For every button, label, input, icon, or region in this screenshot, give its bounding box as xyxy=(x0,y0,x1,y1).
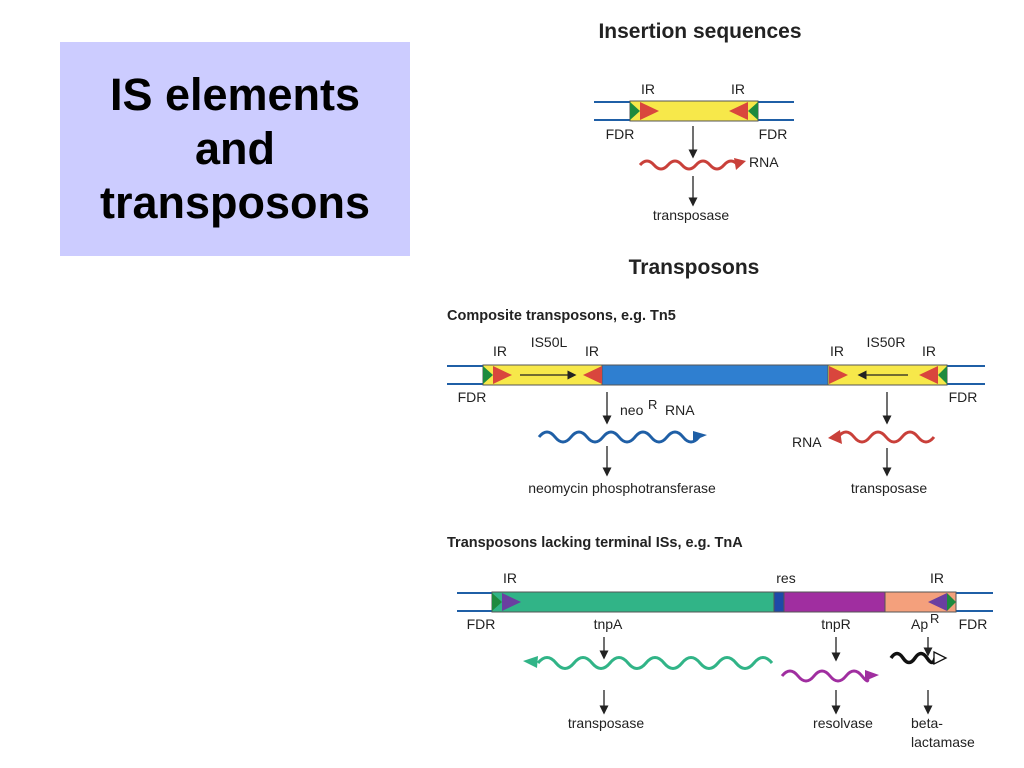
tna-transposon-panel: Transposons lacking terminal ISs, e.g. T… xyxy=(447,535,993,750)
neo-rna-label: RNA xyxy=(665,402,695,418)
neo-rna-wave xyxy=(537,430,701,444)
apR-product-label-line-1: beta- xyxy=(911,715,943,731)
is-fdr-right-label: FDR xyxy=(759,126,788,142)
tnpA-rna-wave xyxy=(536,656,774,670)
composite-heading: Composite transposons, e.g. Tn5 xyxy=(447,308,676,324)
is-rna-arrowhead xyxy=(734,158,746,170)
is-fdr-right-marker xyxy=(748,102,758,120)
neo-superscript: R xyxy=(648,397,657,412)
composite-transposon-panel: Composite transposons, e.g. Tn5 IS50L IS… xyxy=(447,308,985,496)
tna-res-label: res xyxy=(776,570,795,586)
is-ir-left-label: IR xyxy=(641,81,655,97)
tnpA-product-label: transposase xyxy=(568,715,644,731)
composite-fdr-left-label: FDR xyxy=(458,389,487,405)
tnpR-rna-arrowhead xyxy=(865,670,879,681)
apR-superscript: R xyxy=(930,611,939,626)
tna-ir-right-marker xyxy=(928,593,947,611)
tnpR-rna-wave xyxy=(780,669,870,683)
is50r-rna-wave xyxy=(836,430,936,444)
neo-rna-arrowhead xyxy=(693,431,707,441)
tna-heading: Transposons lacking terminal ISs, e.g. T… xyxy=(447,535,743,551)
composite-ir-1-marker xyxy=(493,366,512,384)
apR-label: Ap xyxy=(911,616,928,632)
neo-product-label: neomycin phosphotransferase xyxy=(528,480,716,496)
tnpA-gene-bar xyxy=(491,591,775,613)
tnpA-rna-arrowhead xyxy=(523,656,538,668)
is50r-label: IS50R xyxy=(867,334,906,350)
apR-rna-wave xyxy=(889,651,937,665)
res-site-bar xyxy=(773,591,785,613)
is-rna-label: RNA xyxy=(749,154,779,170)
tn5-central-region xyxy=(601,364,829,386)
tna-fdr-left-label: FDR xyxy=(467,616,496,632)
composite-ir-3-label: IR xyxy=(830,343,844,359)
composite-fdr-right-label: FDR xyxy=(949,389,978,405)
composite-ir-2-label: IR xyxy=(585,343,599,359)
insertion-sequence-panel: Insertion sequences IR IR FDR FDR RNA tr… xyxy=(594,20,802,223)
slide-title-line-1: IS elements xyxy=(109,69,361,120)
is-fdr-left-label: FDR xyxy=(606,126,635,142)
composite-ir-2-marker xyxy=(583,366,602,384)
is50l-label: IS50L xyxy=(531,334,568,350)
tnpR-label: tnpR xyxy=(821,616,851,632)
is50r-rna-arrowhead xyxy=(828,430,842,444)
tna-ir-left-label: IR xyxy=(503,570,517,586)
is-ir-right-label: IR xyxy=(731,81,745,97)
slide-title-box: IS elements and transposons xyxy=(60,42,410,256)
tna-fdr-left-marker xyxy=(492,593,502,611)
tna-ir-left-marker xyxy=(502,593,521,611)
tna-ir-right-label: IR xyxy=(930,570,944,586)
is-ir-right-marker xyxy=(729,102,748,120)
tnpR-gene-bar xyxy=(783,591,886,613)
tnpR-product-label: resolvase xyxy=(813,715,873,731)
transposons-heading: Transposons xyxy=(629,256,760,279)
is-fdr-left-marker xyxy=(630,102,640,120)
slide-title-line-2: and xyxy=(194,123,275,174)
slide-title-line-3: transposons xyxy=(99,177,371,228)
neo-gene-label: neo xyxy=(620,402,644,418)
is-rna-wave xyxy=(638,159,740,171)
apR-rna-arrowhead xyxy=(933,650,948,666)
insertion-sequences-heading: Insertion sequences xyxy=(598,20,801,43)
is50r-rna-label: RNA xyxy=(792,434,822,450)
composite-fdr-left-marker xyxy=(483,366,493,384)
tnpA-label: tnpA xyxy=(594,616,623,632)
tna-fdr-right-label: FDR xyxy=(959,616,988,632)
apR-product-label-line-2: lactamase xyxy=(911,734,975,750)
composite-ir-4-marker xyxy=(919,366,938,384)
composite-ir-3-marker xyxy=(829,366,848,384)
is-product-label: transposase xyxy=(653,207,729,223)
is-ir-left-marker xyxy=(640,102,659,120)
composite-fdr-right-marker xyxy=(938,366,947,384)
composite-ir-1-label: IR xyxy=(493,343,507,359)
composite-ir-4-label: IR xyxy=(922,343,936,359)
tna-fdr-right-marker xyxy=(947,593,956,611)
is50r-product-label: transposase xyxy=(851,480,927,496)
